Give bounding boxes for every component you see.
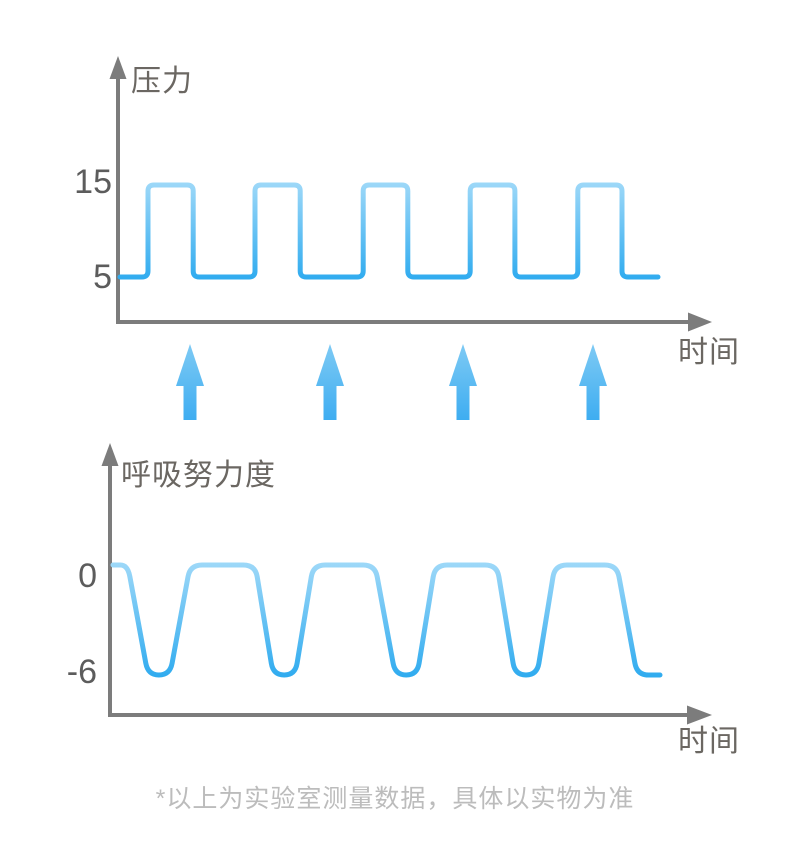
pressure-x-axis-title: 时间	[678, 336, 740, 369]
effort-waveform	[110, 562, 663, 678]
up-arrow-icon	[449, 344, 477, 420]
effort-chart-axes	[101, 443, 712, 725]
up-arrow-icon	[579, 344, 607, 420]
effort-x-axis-title: 时间	[678, 725, 740, 758]
effort-x-axis-arrowhead	[687, 705, 712, 725]
pressure-tick-5: 5	[93, 258, 112, 296]
trigger-arrows	[176, 344, 607, 420]
pressure-chart-axes	[109, 56, 712, 332]
pressure-waveform	[117, 182, 661, 280]
effort-tick-minus6: -6	[66, 653, 97, 691]
footnote-disclaimer: *以上为实验室测量数据，具体以实物为准	[155, 785, 635, 813]
pressure-y-axis-arrowhead	[109, 56, 127, 79]
pressure-tick-15: 15	[74, 163, 112, 201]
effort-y-axis-arrowhead	[101, 443, 119, 466]
pressure-x-axis-arrowhead	[688, 312, 712, 332]
up-arrow-icon	[316, 344, 344, 420]
up-arrow-icon	[176, 344, 204, 420]
pressure-y-axis-title: 压力	[131, 65, 193, 98]
effort-y-axis-title: 呼吸努力度	[121, 459, 276, 492]
effort-tick-0: 0	[78, 557, 97, 595]
